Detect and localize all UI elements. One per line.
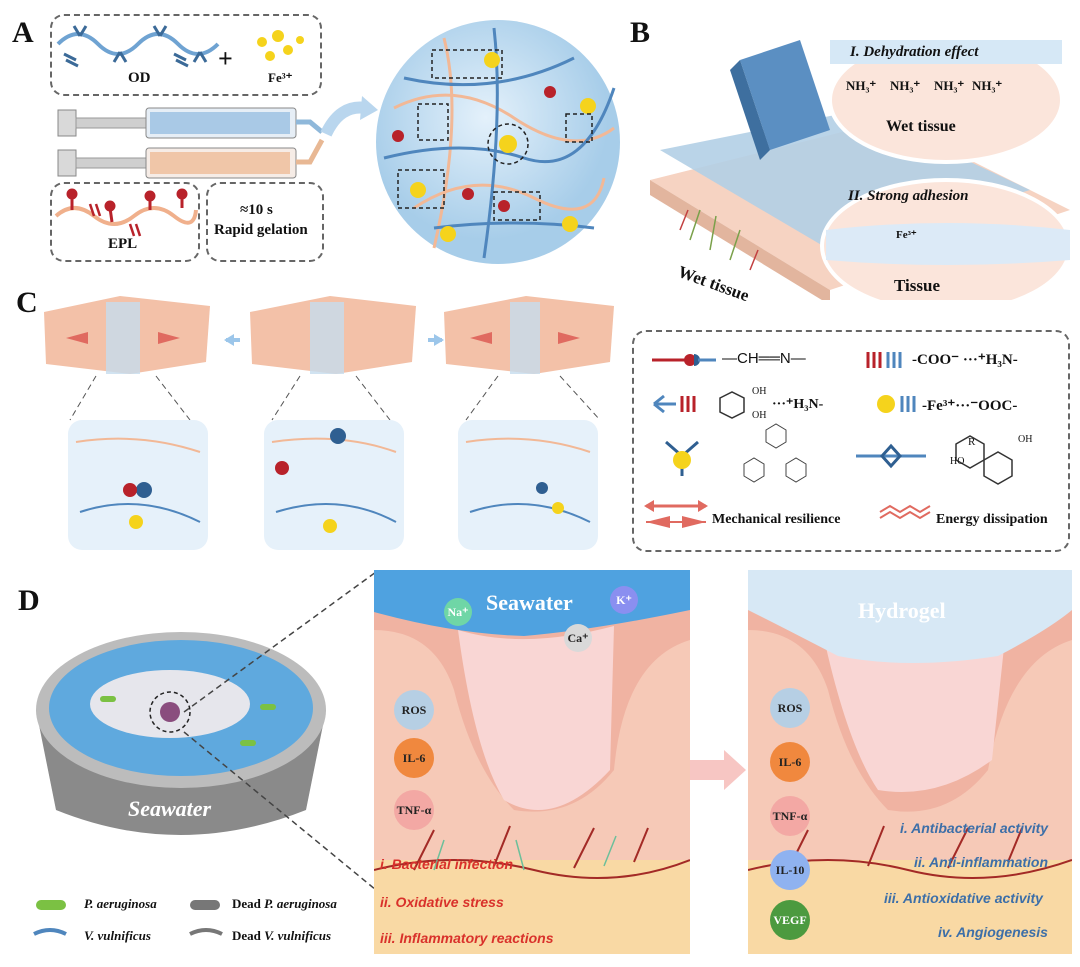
panel-letter-c: C [16,286,38,319]
legend-dead-vv: Dead V. vulnificus [232,928,331,944]
legend-energy: Energy dissipation [936,512,1048,527]
bacteria-legend-icons [33,900,223,936]
nh3-3: NH₃⁺ [934,78,965,93]
panel-letter-d: D [18,584,40,617]
legend-pa: P. aeruginosa [84,896,157,911]
ion-na: Na⁺ [444,598,472,626]
nh3-1: NH₃⁺ [846,78,877,93]
fe-tag-b: Fe³⁺ [896,229,917,241]
right-vegf: VEGF [770,900,810,940]
legend-dead-vv-name: V. vulnificus [264,928,332,943]
legend-fe-coord: -Fe³⁺···⁻OOC- [922,398,1018,414]
tissue-label: Tissue [894,276,940,295]
seawater-top-label: Seawater [486,590,573,615]
od-label: OD [128,70,151,86]
gelation-box [206,182,324,262]
legend-imine: —CH══N— [722,350,806,367]
left-ros: ROS [394,690,434,730]
hydrogel-network-sphere [376,20,620,264]
zoom-lines [183,571,377,891]
right-il6: IL-6 [770,742,810,782]
legend-dead-pa: Dead P. aeruginosa [232,896,337,912]
fe-label: Fe³⁺ [268,70,293,85]
nh3-4: NH₃⁺ [972,78,1003,93]
problem-3: iii. Inflammatory reactions [380,930,554,946]
right-il10: IL-10 [770,850,810,890]
resilience-illustration [44,296,614,550]
ion-ca: Ca⁺ [564,624,592,652]
legend-dead-pa-prefix: Dead [232,896,265,911]
legend-oh-1: OH [752,386,767,397]
legend-oh-2: OH [752,410,767,421]
bond-legend [632,330,1070,552]
panel-letter-a: A [12,16,34,49]
adhesion-illustration [650,36,1072,300]
legend-dead-vv-prefix: Dead [232,928,265,943]
legend-ho: HO [950,456,965,467]
dehydration-title: I. Dehydration effect [850,44,979,60]
transition-arrow [690,750,746,790]
legend-catechol-amine: ···⁺H₃N- [772,397,824,412]
plus-sign: + [218,44,233,73]
adhesion-title: II. Strong adhesion [848,188,969,204]
arrow-to-network [320,96,378,137]
effect-1: i. Antibacterial activity [900,820,1049,836]
epl-box [50,182,200,262]
legend-dead-pa-name: P. aeruginosa [264,896,337,911]
left-il6: IL-6 [394,738,434,778]
right-tnf: TNF-α [770,796,810,836]
legend-vv: V. vulnificus [84,928,151,943]
problem-1: i. Bacterial infection [380,856,514,872]
nh3-2: NH₃⁺ [890,78,921,93]
od-fe-box [50,14,322,96]
panel-letter-b: B [630,16,651,49]
gel-text: Rapid gelation [214,222,308,238]
wet-tissue-top: Wet tissue [886,118,956,135]
left-tnf: TNF-α [394,790,434,830]
seawater-dish-label: Seawater [128,796,212,821]
legend-r: R [968,436,976,448]
bond-legend-symbols [644,352,1013,528]
hydrogel-top-label: Hydrogel [858,598,946,623]
od-polymer-drawing [56,25,304,68]
legend-mech: Mechanical resilience [712,512,841,527]
effect-4: iv. Angiogenesis [938,924,1048,940]
epl-label: EPL [108,236,138,252]
gel-time: ≈10 s [240,202,273,218]
effect-2: ii. Anti-inflammation [914,854,1049,870]
ion-k: K⁺ [610,586,638,614]
dual-syringe [57,107,325,179]
epl-polymer-drawing [54,188,198,237]
effect-3: iii. Antioxidative activity [884,890,1043,906]
right-ros: ROS [770,688,810,728]
legend-oh-3: OH [1018,434,1033,445]
problem-2: ii. Oxidative stress [380,894,504,910]
legend-carboxyl: -COO⁻ ···⁺H₃N- [912,352,1018,368]
seawater-dish [36,632,326,835]
